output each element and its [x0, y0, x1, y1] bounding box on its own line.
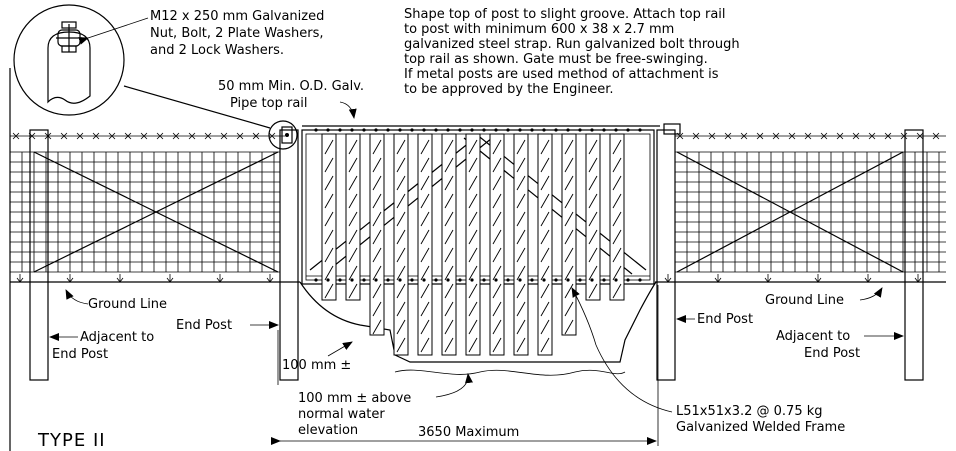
frame-label-2: Galvanized Welded Frame: [676, 420, 845, 435]
barbed-wire: [10, 132, 946, 140]
right-mesh-fence: [674, 151, 946, 273]
bolt-note-3: and 2 Lock Washers.: [150, 43, 284, 58]
water-label-2: normal water: [298, 407, 385, 422]
end-post-right-label: End Post: [697, 312, 753, 327]
ground-line-right-label: Ground Line: [765, 293, 844, 308]
type-title: TYPE II: [37, 430, 106, 451]
pipe-rail-leader: [339, 101, 357, 119]
top-note-4: top rail as shown. Gate must be free-swi…: [404, 52, 708, 67]
top-note-1: Shape top of post to slight groove. Atta…: [404, 7, 726, 22]
frame-label-1: L51x51x3.2 @ 0.75 kg: [676, 404, 823, 419]
ground-line-left-label: Ground Line: [88, 297, 167, 312]
adjacent-left-label-1: Adjacent to: [80, 330, 154, 345]
water-surface: [394, 369, 626, 376]
bolt-note-1: M12 x 250 mm Galvanized: [150, 9, 324, 24]
top-note-2: to post with minimum 600 x 38 x 2.7 mm: [404, 22, 674, 37]
adjacent-right-label-2: End Post: [804, 346, 860, 361]
adjacent-right-label-1: Adjacent to: [776, 329, 850, 344]
water-label-1: 100 mm ± above: [298, 391, 411, 406]
latch-right: [663, 123, 681, 135]
left-adjacent-post: [29, 129, 49, 381]
pipe-rail-label-2: Pipe top rail: [230, 96, 308, 111]
top-note-5: If metal posts are used method of attach…: [404, 67, 719, 82]
pipe-rail-label-1: 50 mm Min. O.D. Galv.: [218, 79, 364, 94]
adjacent-left-label-2: End Post: [52, 347, 108, 362]
water-label-3: elevation: [298, 423, 358, 438]
left-mesh-fence: [9, 151, 280, 273]
gate: [301, 125, 660, 356]
left-brace: [33, 151, 279, 273]
bolt-detail-circle: [13, 4, 125, 116]
top-note-6: to be approved by the Engineer.: [404, 82, 614, 97]
bolt-leader: [78, 17, 149, 45]
right-adjacent-post: [904, 129, 924, 381]
left-end-post: [279, 129, 299, 381]
top-note-3: galvanized steel strap. Run galvanized b…: [404, 37, 740, 52]
span-label: 3650 Maximum: [418, 425, 519, 440]
detail-leader: [123, 85, 271, 129]
end-post-left-label: End Post: [176, 318, 232, 333]
right-brace: [676, 151, 904, 273]
ground-line: [10, 274, 946, 283]
right-end-post: [656, 129, 676, 381]
bolt-note-2: Nut, Bolt, 2 Plate Washers,: [150, 26, 323, 41]
channel-bed: [299, 281, 657, 363]
clearance-label: 100 mm ±: [282, 358, 351, 373]
hinge-detail-left: [268, 120, 298, 150]
